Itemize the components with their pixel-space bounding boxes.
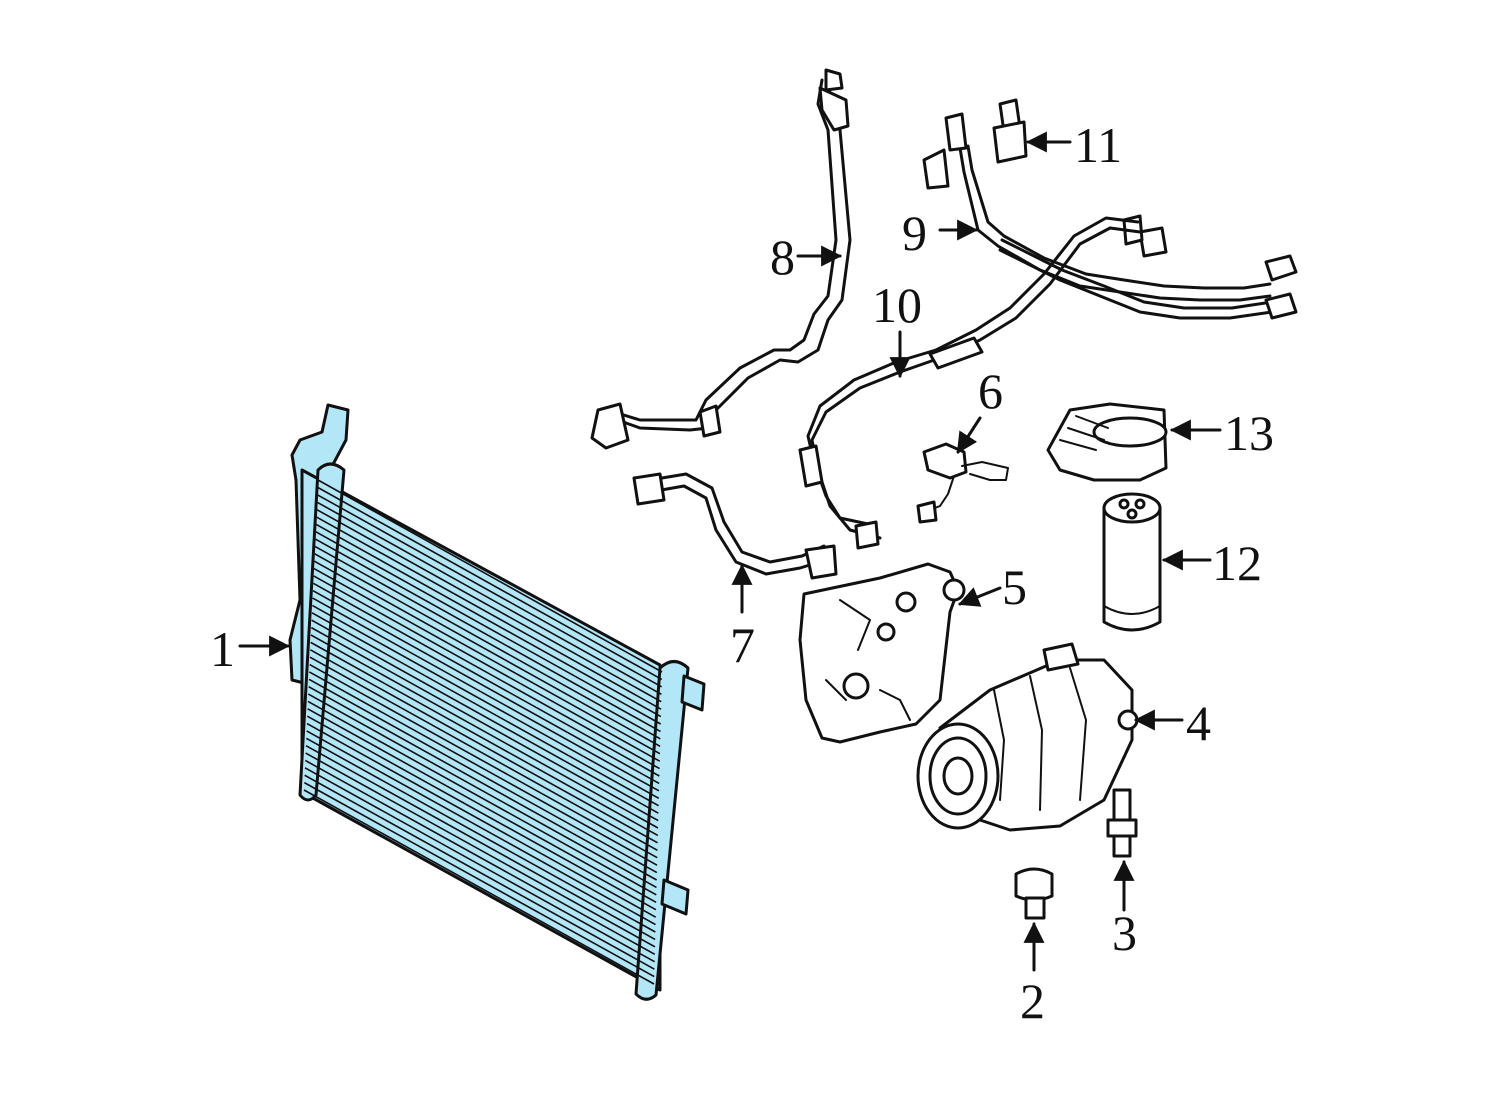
condenser-fin [314, 538, 661, 733]
condenser-fin [309, 656, 658, 851]
condenser-fin [303, 781, 655, 978]
condenser-fin [316, 501, 662, 695]
callout-1[interactable]: 1 [210, 621, 235, 677]
callout-11[interactable]: 11 [1074, 117, 1122, 173]
callout-8[interactable]: 8 [770, 229, 795, 285]
callout-12[interactable]: 12 [1212, 535, 1262, 591]
condenser-fin [307, 700, 657, 896]
callout-4[interactable]: 4 [1186, 695, 1211, 751]
condenser-fin [303, 789, 655, 985]
condenser-fin [309, 663, 658, 859]
condenser-fin [313, 567, 661, 762]
condenser-fin [306, 730, 656, 926]
condenser-fin [306, 715, 657, 911]
ac-compressor[interactable] [916, 642, 1139, 832]
condenser-fin [311, 604, 660, 799]
condenser-fin [315, 523, 662, 718]
ac-hose-suction[interactable] [798, 216, 1142, 550]
condenser[interactable] [288, 403, 706, 1001]
bolt[interactable] [1014, 867, 1054, 920]
condenser-fin [310, 641, 659, 837]
callout-5[interactable]: 5 [1002, 559, 1027, 615]
condenser-fin [314, 553, 661, 747]
condenser-fin [311, 612, 659, 807]
condenser-fin [311, 619, 659, 814]
condenser-fin [316, 508, 662, 703]
condenser-fin [317, 479, 663, 673]
callout-2[interactable]: 2 [1020, 973, 1045, 1029]
condenser-fin [313, 560, 661, 755]
condenser-fin [308, 678, 658, 874]
ac-hose-discharge[interactable] [632, 472, 838, 580]
callout-10[interactable]: 10 [872, 277, 922, 333]
condenser-fin [304, 767, 655, 963]
condenser-fin [312, 582, 660, 777]
condenser-fin [307, 708, 657, 903]
condenser-fin [317, 486, 663, 681]
condenser-fin [316, 494, 663, 688]
compressor-bracket[interactable] [798, 562, 966, 744]
condenser-fin [314, 545, 661, 740]
condenser-fin [304, 759, 656, 955]
condenser-fin [305, 745, 656, 941]
condenser-fin [310, 626, 659, 822]
callout-7[interactable]: 7 [730, 617, 755, 673]
pressure-switch[interactable] [992, 98, 1028, 164]
condenser-fin [308, 671, 658, 866]
condenser-fin [305, 737, 656, 933]
condenser-fin [305, 752, 656, 948]
condenser-fin [313, 575, 660, 770]
receiver-drier[interactable] [1102, 492, 1162, 632]
leader-arrows [238, 131, 1222, 972]
condenser-fin [309, 649, 659, 844]
stud[interactable] [1106, 788, 1138, 858]
condenser-fin [315, 516, 662, 710]
condenser-fin [306, 722, 657, 918]
condenser-fin [307, 693, 657, 889]
callout-6[interactable]: 6 [978, 363, 1003, 419]
condenser-fin [312, 597, 660, 792]
condenser-fin [304, 774, 655, 970]
drier-bracket[interactable] [1046, 402, 1168, 482]
callout-9[interactable]: 9 [902, 205, 927, 261]
callout-labels: 1 2 3 4 5 6 7 8 9 10 11 12 13 [210, 117, 1274, 1029]
ac-hose-upper[interactable] [590, 68, 852, 450]
condenser-fin [312, 590, 660, 785]
condenser-fin [315, 530, 662, 725]
sensor-harness[interactable] [916, 442, 1009, 524]
condenser-fin [308, 685, 658, 881]
callout-3[interactable]: 3 [1112, 905, 1137, 961]
callout-13[interactable]: 13 [1224, 405, 1274, 461]
condenser-fin [310, 634, 659, 829]
